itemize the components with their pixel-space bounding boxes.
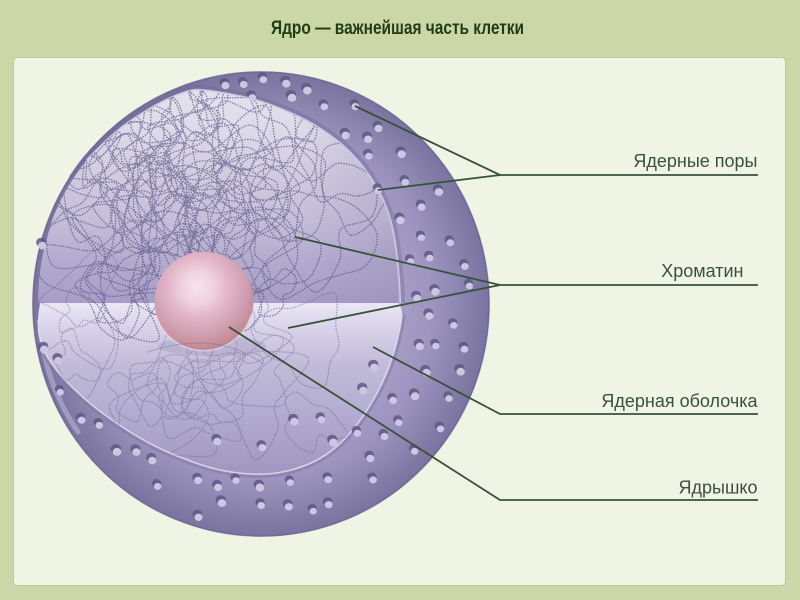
svg-text:Ядерные поры: Ядерные поры — [633, 151, 757, 171]
svg-text:Хроматин: Хроматин — [661, 261, 743, 281]
svg-text:Ядро — важнейшая часть клетки: Ядро — важнейшая часть клетки — [271, 18, 524, 39]
svg-text:Ядерная оболочка: Ядерная оболочка — [601, 391, 758, 411]
svg-text:Ядрышко: Ядрышко — [679, 478, 758, 498]
